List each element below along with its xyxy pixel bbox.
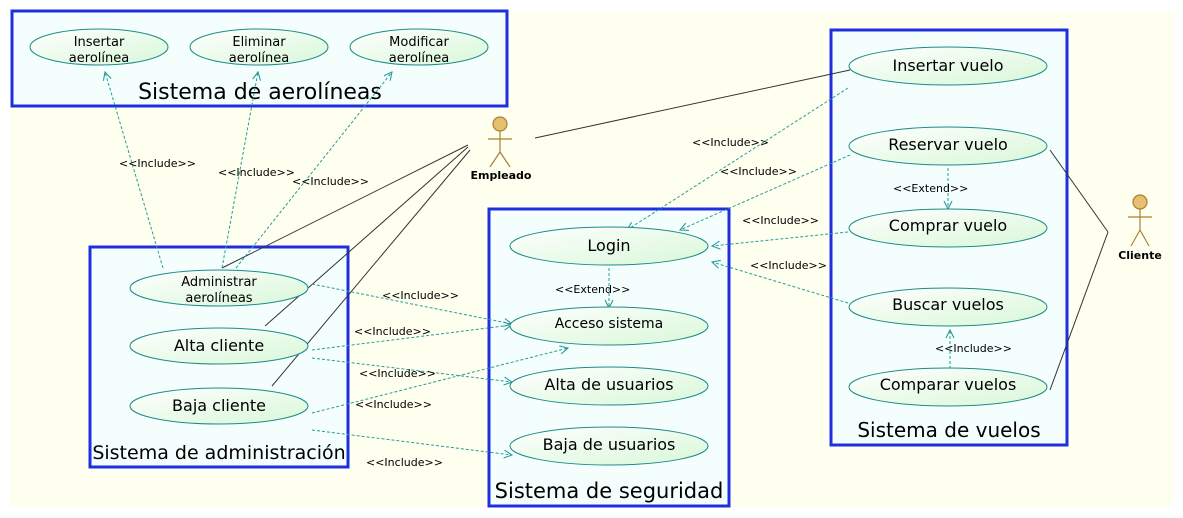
- label-include-eliminar: <<Include>>: [218, 166, 295, 179]
- usecase-insertar-vuelo[interactable]: Insertar vuelo: [848, 46, 1048, 86]
- usecase-label-line2: aerolíneas: [185, 291, 252, 306]
- assoc-cliente-comparar: [1049, 231, 1109, 391]
- include-admin-modificar: [235, 72, 392, 269]
- include-baja-bajausuarios: [311, 429, 512, 455]
- relation-labels: <<Include>> <<Include>> <<Include>> <<In…: [119, 136, 1012, 469]
- usecase-label-line2: aerolínea: [69, 51, 129, 66]
- label-include-comprar: <<Include>>: [742, 214, 819, 227]
- include-insertar-login: [627, 87, 849, 230]
- include-buscar-login: [712, 262, 849, 304]
- system-aerolineas-title: Sistema de aerolíneas: [138, 80, 382, 105]
- usecase-label: Reservar vuelo: [888, 135, 1008, 154]
- dependencies: [105, 72, 950, 455]
- label-include-baja-usuarios: <<Include>>: [366, 456, 443, 469]
- usecase-label: Baja de usuarios: [543, 435, 676, 454]
- usecase-reservar-vuelo[interactable]: Reservar vuelo: [848, 126, 1048, 166]
- actor-label: Empleado: [471, 169, 532, 182]
- label-include-comparar: <<Include>>: [935, 342, 1012, 355]
- usecase-eliminar-aerolinea[interactable]: Eliminar aerolínea: [189, 28, 329, 66]
- system-vuelos-title: Sistema de vuelos: [857, 418, 1040, 442]
- usecase-login[interactable]: Login: [509, 226, 709, 266]
- actor-label: Cliente: [1118, 249, 1162, 262]
- usecase-label: Comprar vuelo: [889, 216, 1007, 235]
- usecase-label: Comparar vuelos: [880, 375, 1017, 394]
- include-alta-altausuarios: [311, 357, 512, 382]
- label-include-insertar: <<Include>>: [119, 157, 196, 170]
- include-alta-acceso: [311, 325, 512, 351]
- usecase-label-line1: Insertar: [74, 35, 125, 50]
- usecase-comparar-vuelos[interactable]: Comparar vuelos: [848, 367, 1048, 407]
- usecase-alta-cliente[interactable]: Alta cliente: [129, 327, 309, 365]
- include-comprar-login: [712, 231, 849, 246]
- include-reservar-login: [680, 154, 851, 230]
- usecase-buscar-vuelos[interactable]: Buscar vuelos: [848, 287, 1048, 327]
- usecase-administrar-aerolineas[interactable]: Administrar aerolíneas: [129, 269, 309, 307]
- usecase-label-line2: aerolínea: [229, 51, 289, 66]
- usecase-label: Acceso sistema: [555, 316, 663, 332]
- assoc-empleado-administrar: [221, 144, 469, 269]
- usecase-baja-cliente[interactable]: Baja cliente: [129, 387, 309, 425]
- usecase-label: Baja cliente: [172, 396, 266, 415]
- include-admin-eliminar: [221, 72, 258, 269]
- label-include-reservar: <<Include>>: [720, 165, 797, 178]
- usecase-label-line1: Modificar: [389, 35, 449, 50]
- usecase-insertar-aerolinea[interactable]: Insertar aerolínea: [29, 28, 169, 66]
- assoc-cliente-reservar: [1049, 149, 1109, 233]
- usecase-label: Login: [587, 236, 630, 255]
- system-administracion-title: Sistema de administración: [92, 442, 345, 464]
- usecase-baja-usuarios[interactable]: Baja de usuarios: [509, 426, 709, 466]
- actor-empleado[interactable]: Empleado: [471, 116, 532, 182]
- actor-cliente[interactable]: Cliente: [1118, 194, 1162, 262]
- usecase-alta-usuarios[interactable]: Alta de usuarios: [509, 366, 709, 406]
- include-admin-acceso: [311, 283, 512, 324]
- usecase-acceso-sistema[interactable]: Acceso sistema: [509, 306, 709, 346]
- label-extend-login: <<Extend>>: [555, 283, 630, 296]
- usecase-label-line1: Eliminar: [232, 35, 286, 50]
- include-baja-acceso: [311, 348, 568, 414]
- label-include-buscar: <<Include>>: [750, 259, 827, 272]
- person-icon: [1128, 194, 1152, 247]
- usecase-label: Buscar vuelos: [892, 295, 1004, 314]
- assoc-empleado-insertar-vuelo: [534, 69, 851, 139]
- usecase-label: Alta cliente: [174, 336, 264, 355]
- usecases: Insertar aerolínea Eliminar aerolínea Mo…: [29, 28, 1048, 466]
- usecase-comprar-vuelo[interactable]: Comprar vuelo: [848, 208, 1048, 248]
- label-extend-comprar: <<Extend>>: [893, 182, 968, 195]
- label-include-alta-usuarios: <<Include>>: [359, 367, 436, 380]
- include-admin-insertar: [105, 72, 164, 269]
- person-icon: [488, 116, 512, 168]
- usecase-modificar-aerolinea[interactable]: Modificar aerolínea: [349, 28, 489, 66]
- label-include-alta-acceso: <<Include>>: [354, 325, 431, 338]
- usecase-label: Insertar vuelo: [892, 56, 1003, 75]
- label-include-insertar-vuelo: <<Include>>: [692, 136, 769, 149]
- system-seguridad-title: Sistema de seguridad: [495, 479, 724, 503]
- label-include-admin-acceso: <<Include>>: [382, 289, 459, 302]
- label-include-modificar: <<Include>>: [292, 175, 369, 188]
- usecase-label-line1: Administrar: [181, 275, 257, 290]
- usecase-label-line2: aerolínea: [389, 51, 449, 66]
- label-include-baja-acceso: <<Include>>: [355, 398, 432, 411]
- usecase-label: Alta de usuarios: [544, 375, 673, 394]
